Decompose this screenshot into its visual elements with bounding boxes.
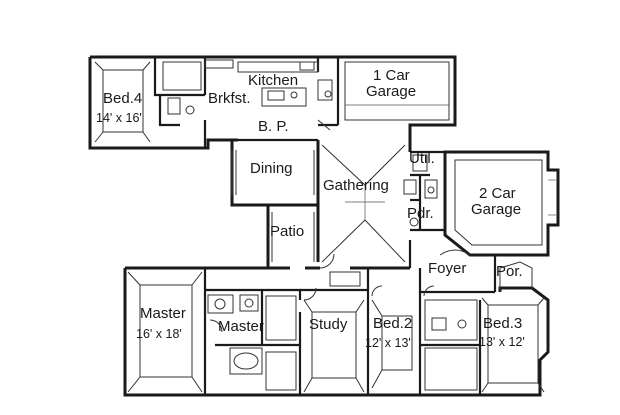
- patio-name: Patio: [270, 223, 304, 240]
- bp-name: B. P.: [258, 118, 289, 135]
- dining-name: Dining: [250, 160, 293, 177]
- pdr-name: Pdr.: [407, 205, 434, 222]
- master-bath-name: Master: [218, 318, 264, 335]
- garage1-name-line1: 1 Car: [373, 67, 410, 84]
- kitchen-island: [261, 87, 307, 107]
- master-size: 16' x 18': [136, 327, 182, 341]
- bed3-name: Bed.3: [483, 315, 522, 332]
- bed4-size: 14' x 16': [96, 111, 142, 125]
- master-name: Master: [140, 305, 186, 322]
- room-labels: Bed.4 14' x 16' Brkfst. Kitchen 1 Car Ga…: [96, 67, 525, 350]
- garage2-name-line1: 2 Car: [479, 185, 516, 202]
- brkfst-name: Brkfst.: [208, 90, 251, 107]
- util-name: Util.: [409, 150, 435, 167]
- gathering-name: Gathering: [323, 177, 389, 194]
- foyer-name: Foyer: [428, 260, 466, 277]
- kitchen-name: Kitchen: [248, 72, 298, 89]
- garage2-name-line2: Garage: [471, 201, 521, 218]
- bed2-size: 12' x 13': [365, 336, 411, 350]
- bathtub: [229, 347, 263, 375]
- bed4-name: Bed.4: [103, 90, 142, 107]
- study-name: Study: [309, 316, 348, 333]
- bed2-name: Bed.2: [373, 315, 412, 332]
- garage1-name-line2: Garage: [366, 83, 416, 100]
- bed3-size: 13' x 12': [479, 335, 525, 349]
- porch-name: Por.: [496, 263, 523, 280]
- fixtures: [94, 59, 556, 393]
